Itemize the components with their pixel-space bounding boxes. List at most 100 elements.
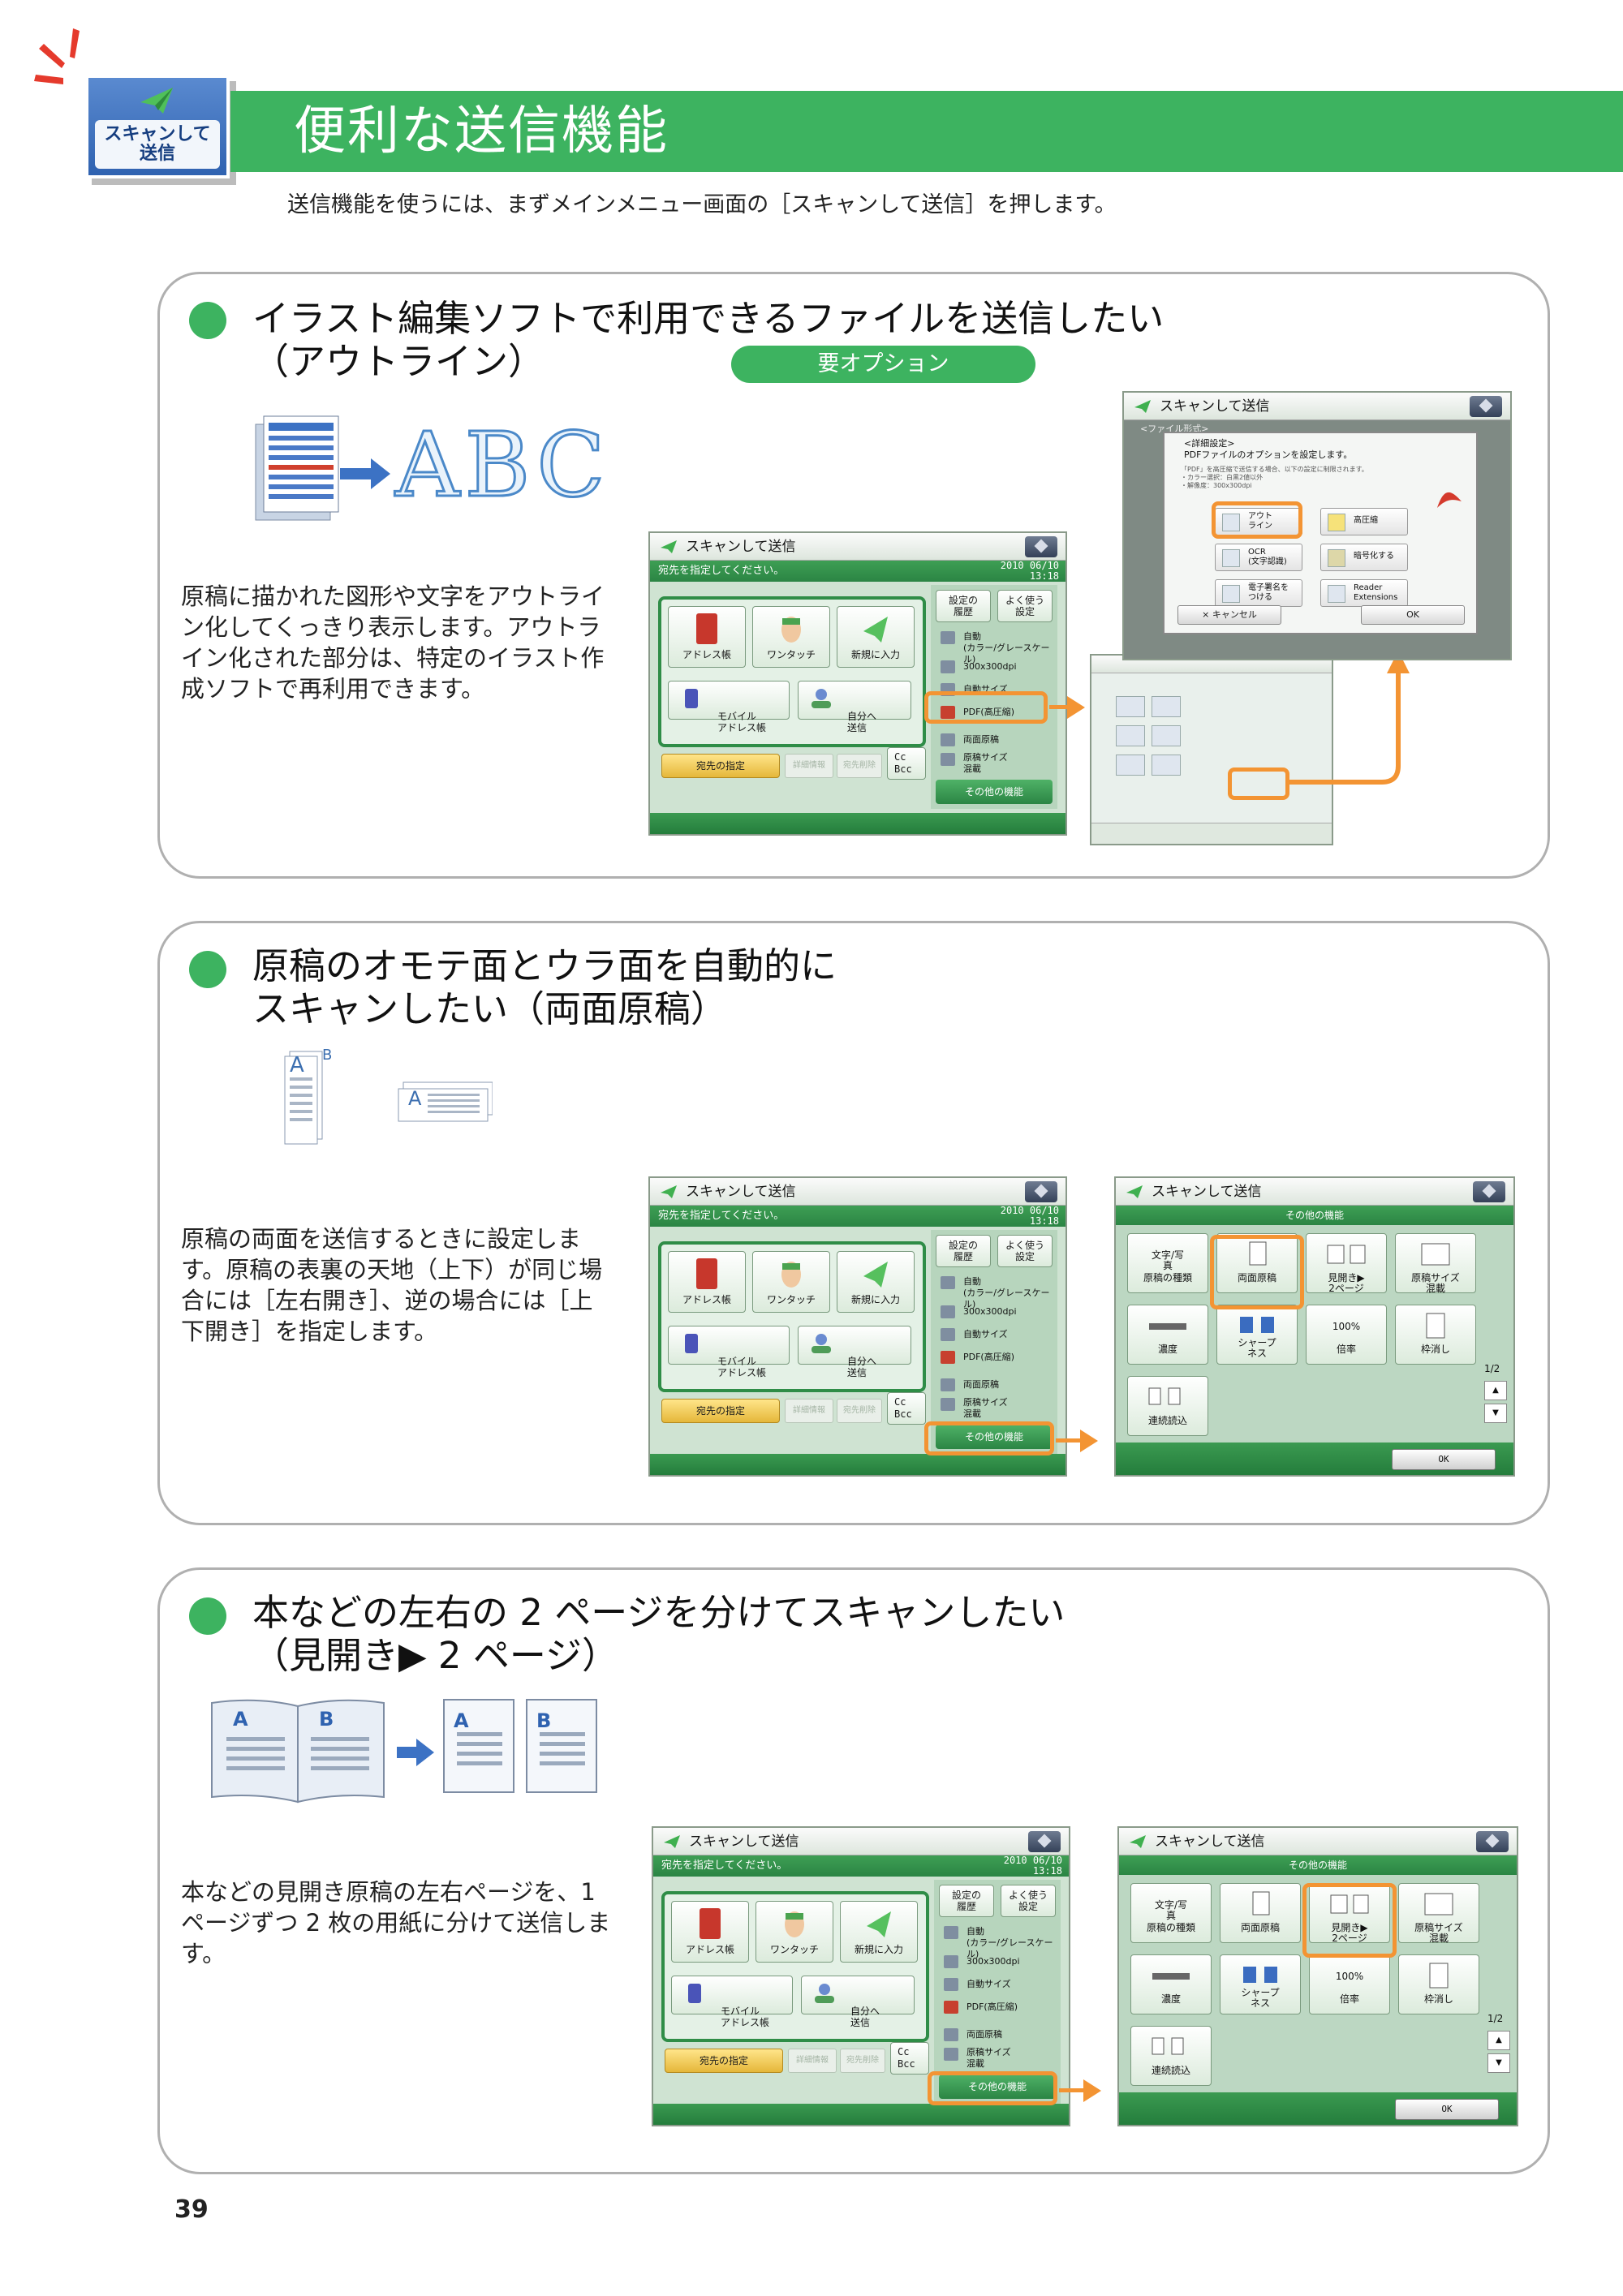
history-button[interactable]: 設定の 履歴 bbox=[936, 1235, 991, 1267]
ok-button[interactable]: OK bbox=[1392, 1449, 1496, 1470]
sharpness-button[interactable]: シャープ ネス bbox=[1220, 1954, 1301, 2014]
zoom-button[interactable]: 100%倍率 bbox=[1309, 1954, 1390, 2014]
file-format-row[interactable]: PDF(高圧縮) bbox=[936, 703, 1053, 728]
scroll-down-button[interactable]: ▼ bbox=[1484, 1404, 1507, 1423]
status-monitor-button[interactable] bbox=[1470, 396, 1502, 417]
ok-button[interactable]: OK bbox=[1361, 605, 1465, 625]
highlight-other-functions bbox=[924, 1421, 1054, 1455]
detail-info-button[interactable]: 詳細情報 bbox=[785, 1399, 833, 1423]
file-format-row[interactable]: PDF(高圧縮) bbox=[939, 1998, 1056, 2023]
new-entry-button[interactable]: 新規に入力 bbox=[840, 1901, 918, 1963]
history-button[interactable]: 設定の 履歴 bbox=[936, 590, 991, 622]
size-row[interactable]: 自動サイズ bbox=[936, 1326, 1053, 1344]
scroll-down-button[interactable]: ▼ bbox=[1487, 2053, 1510, 2073]
ocr-option-button[interactable]: OCR (文字認識) bbox=[1215, 544, 1302, 571]
reader-extensions-option-button[interactable]: Reader Extensions bbox=[1320, 579, 1408, 607]
color-mode-row[interactable]: 自動 (カラー/グレースケール) bbox=[939, 1924, 1056, 1959]
screen-title-bar: スキャンして送信 bbox=[1119, 1828, 1517, 1855]
cc-bcc-button[interactable]: Cc Bcc bbox=[887, 1392, 926, 1425]
status-monitor-button[interactable] bbox=[1025, 536, 1057, 557]
book-to-two-pages-button[interactable]: 見開き▶ 2ページ bbox=[1306, 1233, 1387, 1294]
one-touch-button[interactable]: ワンタッチ bbox=[756, 1901, 833, 1963]
ok-button[interactable]: OK bbox=[1395, 2099, 1499, 2120]
cc-bcc-button[interactable]: Cc Bcc bbox=[887, 747, 926, 780]
send-to-myself-button[interactable]: 自分へ 送信 bbox=[798, 681, 911, 733]
resolution-row[interactable]: 300x300dpi bbox=[936, 1303, 1053, 1321]
mixed-size-row[interactable]: 原稿サイズ 混載 bbox=[939, 2045, 1056, 2071]
status-monitor-button[interactable] bbox=[1025, 1181, 1057, 1202]
other-functions-button[interactable]: その他の機能 bbox=[939, 2075, 1056, 2099]
original-type-button[interactable]: 文字/写真原稿の種類 bbox=[1127, 1233, 1208, 1293]
encrypt-option-button[interactable]: 暗号化する bbox=[1320, 544, 1408, 571]
status-monitor-button[interactable] bbox=[1473, 1181, 1505, 1202]
cancel-button[interactable]: × キャンセル bbox=[1177, 605, 1281, 625]
detail-info-button[interactable]: 詳細情報 bbox=[785, 754, 833, 778]
job-build-button[interactable]: 連続読込 bbox=[1130, 2026, 1212, 2086]
status-monitor-button[interactable] bbox=[1028, 1831, 1061, 1852]
color-mode-row[interactable]: 自動 (カラー/グレースケール) bbox=[936, 629, 1053, 664]
duplex-row[interactable]: 両面原稿 bbox=[936, 1376, 1053, 1394]
color-mode-row[interactable]: 自動 (カラー/グレースケール) bbox=[936, 1274, 1053, 1309]
other-functions-button[interactable]: その他の機能 bbox=[936, 1425, 1053, 1449]
delete-destination-button[interactable]: 宛先削除 bbox=[837, 1399, 882, 1423]
attention-burst-icon bbox=[34, 28, 80, 84]
mixed-size-button[interactable]: 原稿サイズ 混載 bbox=[1398, 1883, 1479, 1944]
delete-destination-button[interactable]: 宛先削除 bbox=[840, 2049, 885, 2073]
resolution-row[interactable]: 300x300dpi bbox=[936, 658, 1053, 676]
mixed-size-row[interactable]: 原稿サイズ 混載 bbox=[936, 750, 1053, 776]
favorites-button[interactable]: よく使う 設定 bbox=[1001, 1885, 1056, 1917]
section-book-two-pages: 本などの左右の 2 ページを分けてスキャンしたい （見開き▶ 2 ページ） bbox=[157, 1567, 1550, 2174]
history-button[interactable]: 設定の 履歴 bbox=[939, 1885, 994, 1917]
favorites-button[interactable]: よく使う 設定 bbox=[997, 590, 1053, 622]
duplex-original-button[interactable]: 両面原稿 bbox=[1216, 1233, 1298, 1293]
original-type-button[interactable]: 文字/写真原稿の種類 bbox=[1130, 1883, 1212, 1943]
favorites-button[interactable]: よく使う 設定 bbox=[997, 1235, 1053, 1267]
duplex-row[interactable]: 両面原稿 bbox=[939, 2026, 1056, 2044]
mixed-size-button[interactable]: 原稿サイズ 混載 bbox=[1395, 1233, 1476, 1294]
density-button[interactable]: 濃度 bbox=[1130, 1954, 1212, 2014]
other-functions-button[interactable]: その他の機能 bbox=[936, 780, 1053, 804]
size-row[interactable]: 自動サイズ bbox=[939, 1976, 1056, 1993]
status-monitor-button[interactable] bbox=[1476, 1831, 1509, 1852]
duplex-original-button[interactable]: 両面原稿 bbox=[1220, 1883, 1301, 1943]
send-to-myself-button[interactable]: 自分へ 送信 bbox=[801, 1976, 915, 2028]
new-entry-button[interactable]: 新規に入力 bbox=[837, 1251, 915, 1313]
density-button[interactable]: 濃度 bbox=[1127, 1305, 1208, 1365]
new-entry-button[interactable]: 新規に入力 bbox=[837, 606, 915, 668]
highlight-duplex-button bbox=[1210, 1235, 1304, 1309]
erase-frame-button[interactable]: 枠消し bbox=[1395, 1305, 1476, 1365]
detail-info-button[interactable]: 詳細情報 bbox=[788, 2049, 837, 2073]
mobile-address-book-button[interactable]: モバイル アドレス帳 bbox=[668, 1326, 790, 1378]
book-to-two-pages-button[interactable]: 見開き▶ 2ページ bbox=[1309, 1883, 1390, 1944]
outline-option-button[interactable]: アウト ライン bbox=[1215, 508, 1302, 535]
sharpness-button[interactable]: シャープ ネス bbox=[1216, 1305, 1298, 1365]
scan-send-main-screen: スキャンして送信 宛先を指定してください。 2010 06/10 13:18 ア… bbox=[648, 1176, 1067, 1477]
scroll-up-button[interactable]: ▲ bbox=[1484, 1381, 1507, 1400]
address-book-button[interactable]: アドレス帳 bbox=[668, 606, 746, 668]
mobile-address-book-button[interactable]: モバイル アドレス帳 bbox=[668, 681, 790, 733]
resolution-row[interactable]: 300x300dpi bbox=[939, 1953, 1056, 1971]
erase-frame-button[interactable]: 枠消し bbox=[1398, 1954, 1479, 2014]
mixed-size-row[interactable]: 原稿サイズ 混載 bbox=[936, 1395, 1053, 1421]
destination-spec-button[interactable]: 宛先の指定 bbox=[665, 2049, 783, 2073]
address-book-button[interactable]: アドレス帳 bbox=[668, 1251, 746, 1313]
one-touch-button[interactable]: ワンタッチ bbox=[752, 606, 830, 668]
scroll-up-button[interactable]: ▲ bbox=[1487, 2031, 1510, 2050]
size-icon bbox=[944, 1978, 958, 1991]
job-build-button[interactable]: 連続読込 bbox=[1127, 1376, 1208, 1436]
delete-destination-button[interactable]: 宛先削除 bbox=[837, 754, 882, 778]
file-format-row[interactable]: PDF(高圧縮) bbox=[936, 1348, 1053, 1373]
destination-spec-button[interactable]: 宛先の指定 bbox=[661, 1399, 780, 1423]
duplex-row[interactable]: 両面原稿 bbox=[936, 731, 1053, 749]
destination-spec-button[interactable]: 宛先の指定 bbox=[661, 754, 780, 778]
digital-signature-option-button[interactable]: 電子署名を つける bbox=[1215, 579, 1302, 607]
one-touch-button[interactable]: ワンタッチ bbox=[752, 1251, 830, 1313]
paper-plane-icon bbox=[664, 1835, 680, 1848]
send-to-myself-button[interactable]: 自分へ 送信 bbox=[798, 1326, 911, 1378]
address-book-button[interactable]: アドレス帳 bbox=[671, 1901, 749, 1963]
zoom-button[interactable]: 100%倍率 bbox=[1306, 1305, 1387, 1365]
mobile-address-book-button[interactable]: モバイル アドレス帳 bbox=[671, 1976, 793, 2028]
mixed-size-icon bbox=[1421, 1243, 1450, 1266]
high-compression-option-button[interactable]: 高圧縮 bbox=[1320, 508, 1408, 535]
cc-bcc-button[interactable]: Cc Bcc bbox=[890, 2042, 929, 2075]
